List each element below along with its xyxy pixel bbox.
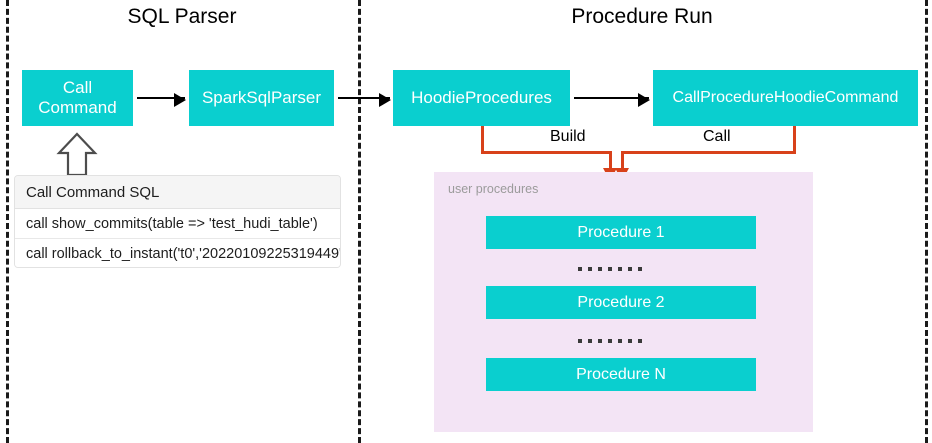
sql-table-row: call rollback_to_instant('t0','202201092… <box>15 239 340 267</box>
procedure-ellipsis-2 <box>578 339 642 343</box>
node-call-command-line2: Command <box>38 98 117 117</box>
section-title-procedure-run: Procedure Run <box>571 5 713 28</box>
arrow-call-command-to-spark-sql-parser <box>137 92 186 107</box>
sql-table-row: call show_commits(table => 'test_hudi_ta… <box>15 209 340 239</box>
procedure-box-2-label: Procedure 2 <box>577 293 665 311</box>
node-hoodie-procedures-label: HoodieProcedures <box>411 88 552 108</box>
connector-label-call: Call <box>697 128 737 146</box>
node-hoodie-procedures[interactable]: HoodieProcedures <box>393 70 570 126</box>
connector-build-vertical-left <box>481 126 484 153</box>
connector-call-horizontal <box>621 151 796 154</box>
node-spark-sql-parser[interactable]: SparkSqlParser <box>189 70 334 126</box>
node-spark-sql-parser-label: SparkSqlParser <box>201 88 322 108</box>
up-arrow-icon <box>54 131 100 177</box>
connector-label-build: Build <box>544 128 592 146</box>
procedure-box-1[interactable]: Procedure 1 <box>486 216 756 249</box>
swimlane-divider-left <box>6 0 9 443</box>
sql-listing-table: Call Command SQL call show_commits(table… <box>14 175 341 268</box>
node-call-procedure-hoodie-command-label: CallProcedureHoodieCommand <box>672 88 899 106</box>
node-call-command-line1: Call <box>62 78 93 98</box>
procedure-box-2[interactable]: Procedure 2 <box>486 286 756 319</box>
procedure-box-1-label: Procedure 1 <box>577 223 665 241</box>
section-title-sql-parser: SQL Parser <box>127 5 237 28</box>
arrow-hoodie-procedures-to-call-procedure-command <box>574 92 650 107</box>
procedure-box-n[interactable]: Procedure N <box>486 358 756 391</box>
node-call-command[interactable]: Call Command <box>22 70 133 126</box>
connector-build-horizontal <box>481 151 612 154</box>
procedure-ellipsis-1 <box>578 267 642 271</box>
swimlane-divider-right <box>925 0 928 443</box>
swimlane-divider-middle <box>358 0 361 443</box>
procedure-box-n-label: Procedure N <box>576 365 666 383</box>
user-procedures-label: user procedures <box>448 182 539 196</box>
node-call-procedure-hoodie-command[interactable]: CallProcedureHoodieCommand <box>653 70 918 126</box>
arrow-spark-sql-parser-to-hoodie-procedures <box>338 92 391 107</box>
sql-table-header: Call Command SQL <box>15 176 340 209</box>
connector-call-vertical-right <box>793 126 796 153</box>
connector-build-vertical-down <box>609 151 612 171</box>
connector-call-vertical-down <box>621 151 624 171</box>
